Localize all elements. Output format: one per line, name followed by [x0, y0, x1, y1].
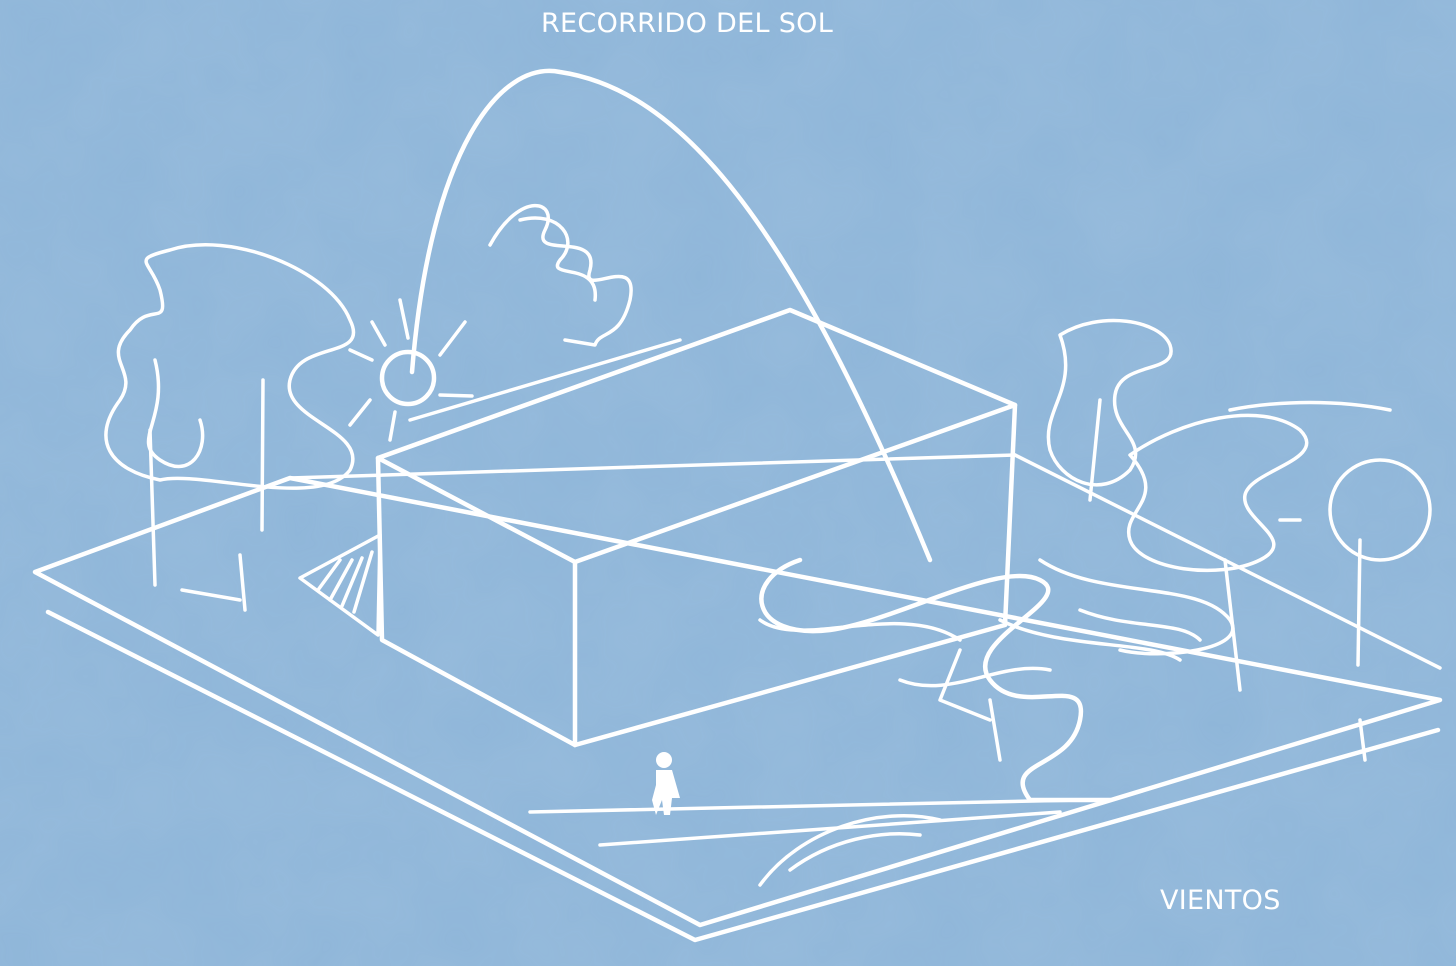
winds-label: VIENTOS [1160, 885, 1281, 916]
sun-path-label: RECORRIDO DEL SOL [541, 8, 833, 39]
